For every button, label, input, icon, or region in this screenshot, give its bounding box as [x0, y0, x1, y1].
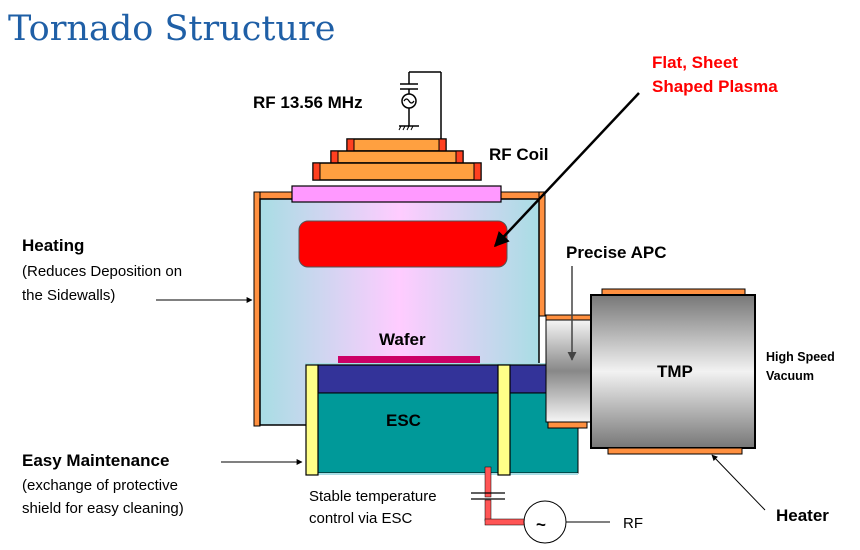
esc-label: ESC [386, 411, 421, 430]
stable-temp-line2: control via ESC [309, 510, 413, 527]
heating-desc-line1: (Reduces Deposition on [22, 263, 182, 280]
plasma [298, 220, 508, 268]
tmp-label: TMP [657, 362, 693, 381]
page-title: Tornado Structure [8, 9, 335, 49]
esc [305, 363, 579, 476]
rf-bias-label: RF [623, 515, 643, 532]
rf-coil [312, 138, 482, 181]
plasma-label-line1: Flat, Sheet [652, 53, 738, 72]
tmp-pump [590, 288, 756, 455]
plasma-label-line2: Shaped Plasma [652, 77, 778, 96]
maintenance-desc-line2: shield for easy cleaning) [22, 500, 184, 517]
rf-source-label: RF 13.56 MHz [253, 93, 363, 112]
heating-desc-line2: the Sidewalls) [22, 287, 115, 304]
heater-arrow [711, 454, 766, 511]
protective-shield-right [497, 364, 511, 476]
high-speed-line2: Vacuum [766, 369, 814, 383]
plasma-pointer-arrow [493, 92, 640, 248]
precise-apc-label: Precise APC [566, 243, 666, 262]
ac-symbol: ~ [536, 515, 546, 534]
wafer [338, 356, 480, 364]
wafer-label: Wafer [379, 330, 426, 349]
rf-coil-label: RF Coil [489, 145, 549, 164]
stable-temp-line1: Stable temperature [309, 488, 437, 505]
maintenance-title: Easy Maintenance [22, 451, 169, 470]
protective-shield-left [305, 364, 319, 476]
rf-source-circuit [398, 71, 442, 139]
apc-valve [545, 314, 592, 429]
esc-rf-circuit [471, 466, 610, 544]
dielectric-window [291, 185, 502, 203]
heating-title: Heating [22, 236, 84, 255]
high-speed-line1: High Speed [766, 350, 835, 364]
maintenance-desc-line1: (exchange of protective [22, 477, 178, 494]
heater-label: Heater [776, 506, 829, 525]
